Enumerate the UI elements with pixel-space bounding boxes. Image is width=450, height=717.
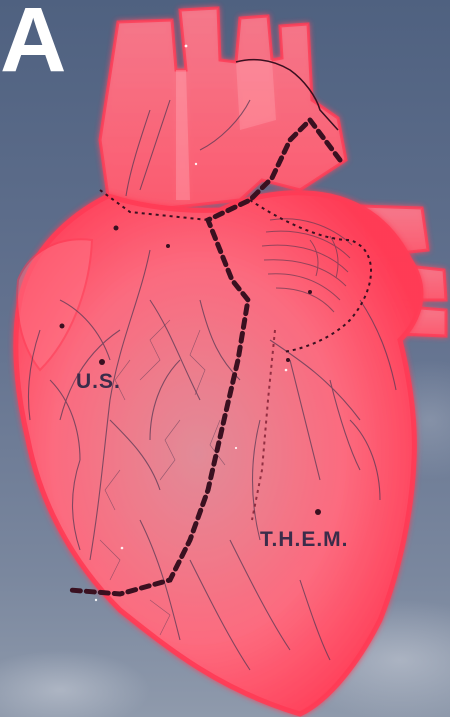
region-label-left: U.S.: [76, 370, 121, 394]
great-vessels: [100, 8, 346, 210]
panel-letter: A: [0, 0, 66, 86]
region-label-right: T.H.E.M.: [260, 528, 349, 552]
